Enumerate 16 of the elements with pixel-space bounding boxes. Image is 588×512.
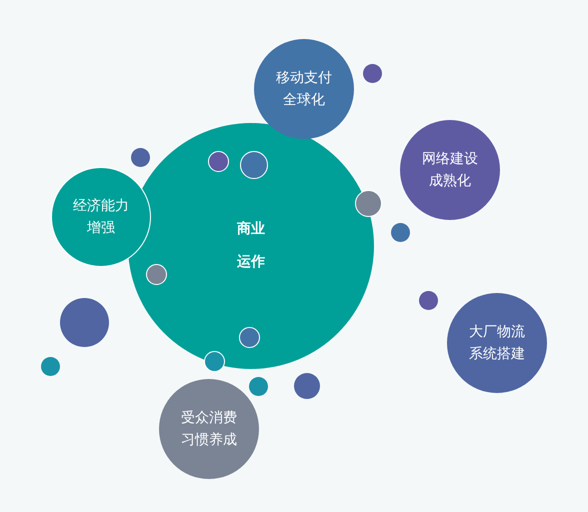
dot-icon [362,64,382,82]
dot-icon [146,264,166,284]
dot-icon [238,326,260,348]
dot-icon [418,290,438,310]
dot-icon [240,151,268,179]
dot-icon [40,356,60,376]
node-label: 大厂物流系统搭建 [468,323,526,364]
node-label: 移动支付全球化 [275,69,333,110]
node-label: 网络建设成熟化 [421,150,479,191]
node-label: 受众消费习惯养成 [180,409,238,450]
node-title: 商业运作 [236,220,266,272]
dot-icon [390,222,410,242]
dot-icon [248,376,268,396]
node-label: 经济能力增强 [72,197,130,238]
dot-icon [294,373,320,399]
dot-icon [208,150,228,172]
